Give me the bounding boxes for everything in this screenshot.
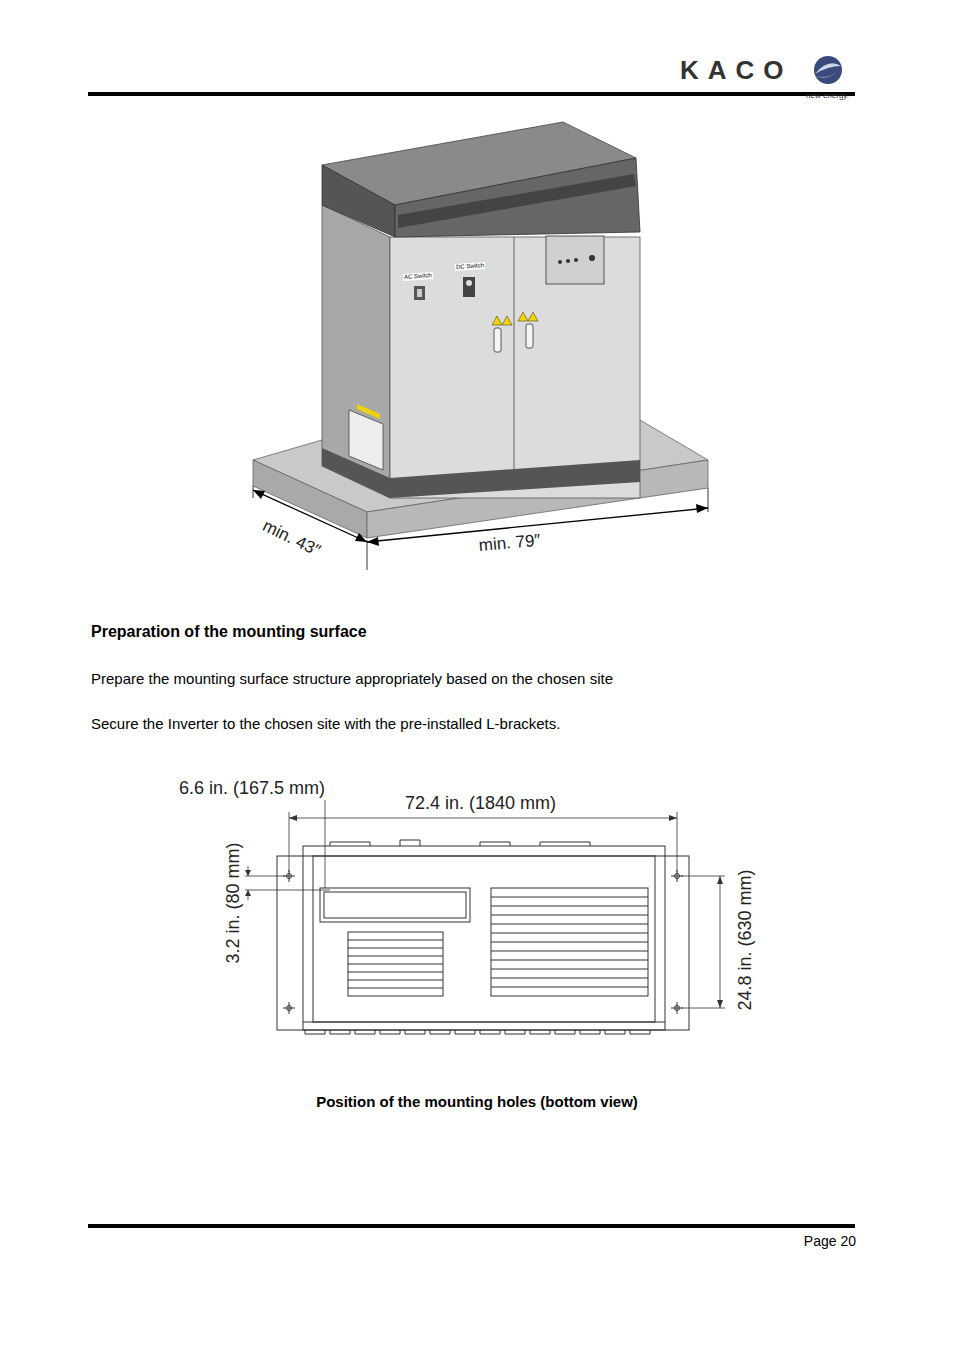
dimension-label: 72.4 in. (1840 mm) [405,793,556,814]
dimension-label: 3.2 in. (80 mm) [223,842,244,963]
logo-text: KACO [680,56,793,86]
dimension-label: min. 79″ [478,531,541,556]
section-heading: Preparation of the mounting surface [91,623,367,641]
header-bar [88,92,855,96]
dimension-label: min. 43″ [259,516,323,561]
dimension-label: 6.6 in. (167.5 mm) [179,778,325,799]
logo-symbol [814,56,842,84]
logo-tagline: new energy. [806,91,849,100]
body-text: Prepare the mounting surface structure a… [91,670,613,687]
dimension-label: 24.8 in. (630 mm) [735,869,756,1010]
inverter-illustration [253,122,708,570]
footer-bar [88,1224,855,1228]
dimension-lines [245,800,725,1008]
body-text: Secure the Inverter to the chosen site w… [91,715,560,732]
figure-caption: Position of the mounting holes (bottom v… [316,1093,638,1110]
bottom-view-drawing [277,840,689,1034]
page-number: Page 20 [804,1233,856,1249]
